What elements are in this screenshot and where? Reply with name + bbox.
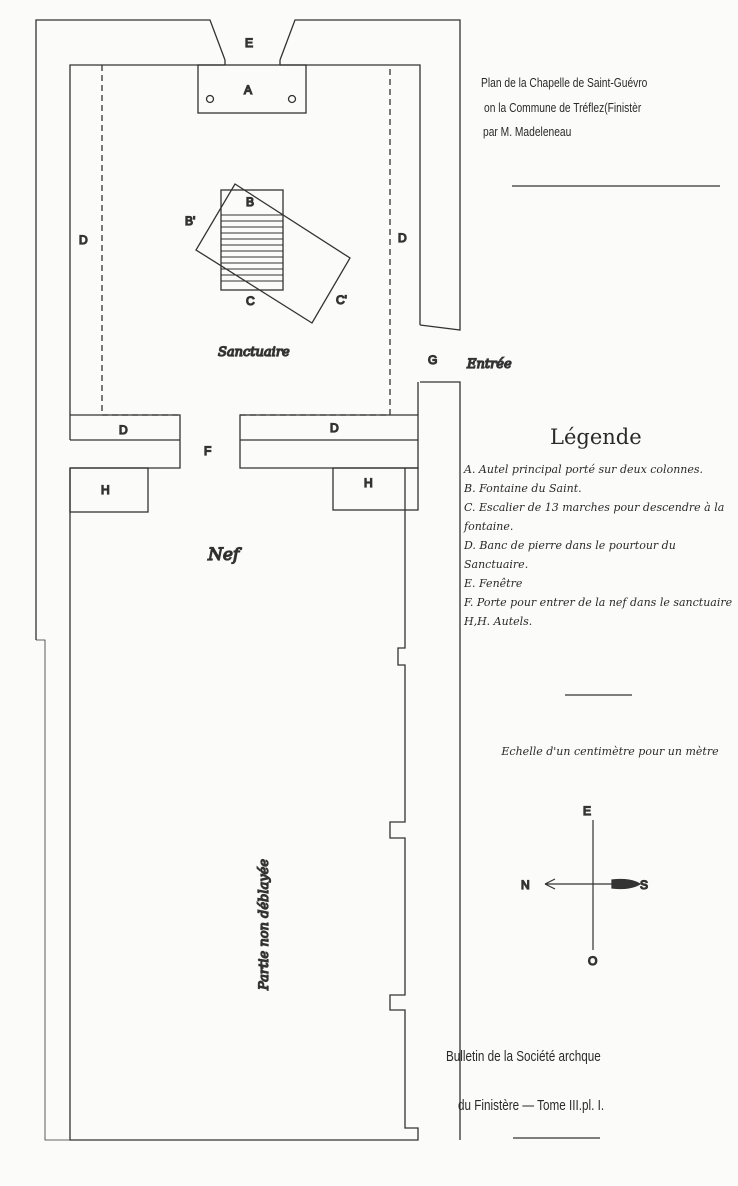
label-h-left: H [101, 483, 110, 497]
label-b: B [246, 195, 254, 209]
title-line-2: on la Commune de Tréflez(Finistèr [484, 101, 642, 115]
compass-e: E [583, 804, 591, 818]
label-d-bl: D [119, 423, 128, 437]
wall-f-right [239, 414, 419, 469]
altar-a [197, 64, 307, 114]
outer-wall [35, 19, 461, 640]
bulletin-line-2: du Finistère — Tome III.pl. I. [458, 1097, 605, 1114]
altar-h-right [332, 467, 419, 511]
label-d-br: D [330, 421, 339, 435]
window-e [224, 60, 281, 65]
legend-item-d: D. Banc de pierre dans le pourtour du Sa… [464, 539, 676, 571]
inner-sanctuary-wall [69, 64, 421, 440]
label-f: F [204, 444, 211, 458]
legend-item-e: E. Fenêtre [464, 577, 523, 590]
legend-item-h: H,H. Autels. [464, 615, 533, 628]
compass-n: N [521, 878, 530, 892]
legend-item-f: F. Porte pour entrer de la nef dans le s… [464, 596, 733, 609]
fountain-b [195, 183, 351, 324]
scale-note: Echelle d'un centimètre pour un mètre [501, 745, 719, 758]
label-sanctuaire: Sanctuaire [218, 345, 290, 360]
label-h-right: H [364, 476, 373, 490]
nave-wall [69, 468, 419, 1141]
compass-o: O [588, 954, 597, 968]
label-a: A [244, 83, 252, 97]
legend-item-b: B. Fontaine du Saint. [464, 482, 582, 495]
title-line-3: par M. Madeleneau [483, 125, 572, 139]
label-d-right: D [398, 231, 407, 245]
compass-icon [544, 820, 640, 950]
label-c1: C' [336, 293, 347, 307]
bench-dashed [101, 65, 391, 416]
legend-heading: Légende [550, 425, 642, 449]
label-c: C [246, 294, 255, 308]
label-d-left: D [79, 233, 88, 247]
label-g: G [428, 353, 437, 367]
label-e: E [245, 36, 253, 50]
legend-item-a: A. Autel principal porté sur deux colonn… [464, 463, 704, 476]
label-partie: Partie non déblayée [257, 859, 272, 991]
title-line-1: Plan de la Chapelle de Saint-Guévro [481, 76, 648, 90]
label-b1: B' [185, 214, 195, 228]
compass-s: S [640, 878, 648, 892]
legend-item-c: C. Escalier de 13 marches pour descendre… [464, 501, 725, 533]
stair-c [220, 189, 284, 291]
label-nef: Nef [207, 545, 242, 565]
bulletin-line-1: Bulletin de la Société archque [446, 1048, 601, 1065]
label-entree: Entrée [466, 357, 512, 372]
legend-list: A. Autel principal porté sur deux colonn… [464, 460, 736, 631]
